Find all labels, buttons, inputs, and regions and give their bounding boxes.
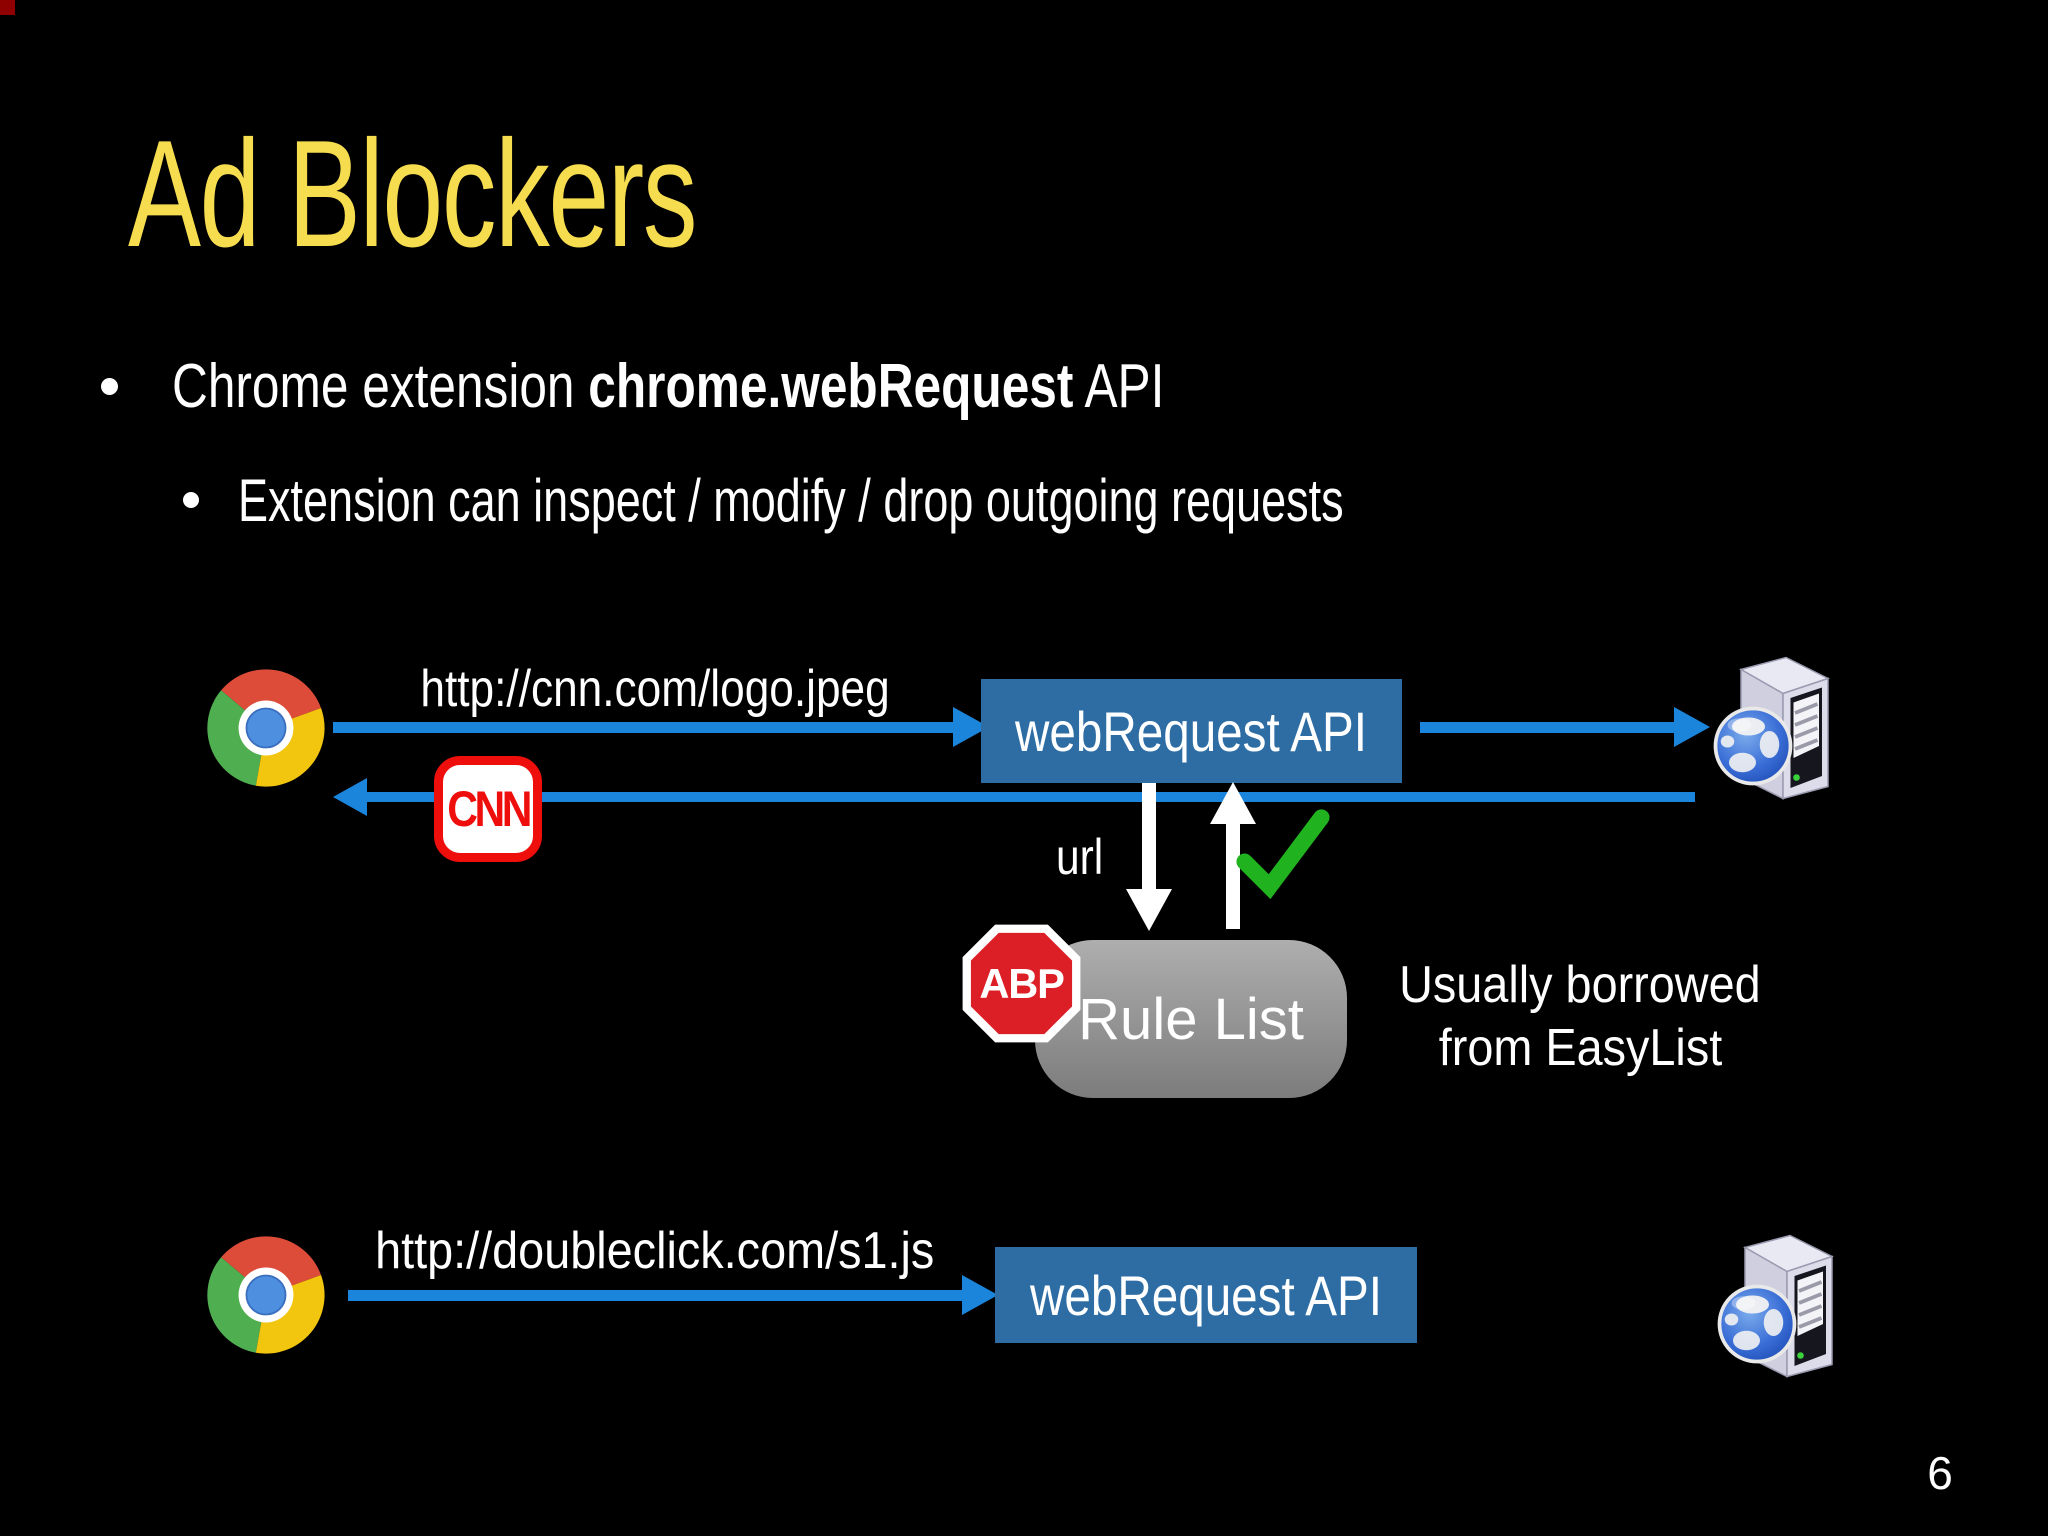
page-number: 6 [1927, 1447, 1953, 1499]
rule-list-box: Rule List [1035, 940, 1347, 1098]
recording-marker [0, 0, 15, 15]
url-param-label: url [1056, 829, 1104, 885]
arrow-head-right-icon [1674, 707, 1710, 747]
bullet2-text: Extension can inspect / modify / drop ou… [238, 467, 1344, 534]
bullet-level2: Extension can inspect / modify / drop ou… [238, 466, 1712, 536]
server-icon [1708, 650, 1858, 806]
chrome-icon [205, 1231, 327, 1359]
easylist-note-line2: from EasyList [1438, 1019, 1722, 1077]
rule-list-label: Rule List [1078, 986, 1304, 1052]
arrow-shaft [348, 1290, 966, 1301]
verdict-up-arrow-icon [1210, 782, 1256, 929]
arrow-shaft [361, 792, 1695, 802]
arrow-shaft [1226, 822, 1240, 929]
response-arrow-to-browser [333, 778, 1695, 816]
bullet-level1: Chrome extension chrome.webRequest API [172, 352, 1413, 422]
bullet1-bold-api-name: chrome.webRequest [588, 352, 1074, 421]
url-down-arrow-icon [1126, 783, 1172, 931]
page-title-text: Ad Blockers [128, 109, 698, 279]
webrequest-api-box: webRequest API [995, 1247, 1417, 1343]
request-arrow-to-api [348, 1275, 998, 1315]
arrow-shaft [333, 722, 957, 733]
arrow-shaft [1420, 722, 1678, 733]
page-title: Ad Blockers [128, 118, 917, 270]
request-url-doubleclick: http://doubleclick.com/s1.js [375, 1222, 935, 1280]
forward-arrow-to-server [1420, 707, 1710, 747]
arrow-head-up-icon [1210, 782, 1256, 824]
chrome-icon [205, 664, 327, 792]
bullet1-prefix: Chrome extension [172, 352, 589, 421]
server-icon [1712, 1228, 1862, 1384]
bullet-dot [183, 492, 199, 508]
arrow-head-left-icon [333, 778, 367, 816]
checkmark-icon [1236, 809, 1330, 900]
arrow-head-right-icon [962, 1275, 998, 1315]
easylist-note-line1: Usually borrowed [1399, 956, 1761, 1014]
cnn-logo-icon: CNN [434, 756, 542, 862]
arrow-head-down-icon [1126, 889, 1172, 931]
webrequest-api-box: webRequest API [981, 679, 1402, 783]
abp-label: ABP [979, 960, 1064, 1007]
arrow-shaft [1142, 783, 1156, 891]
abp-adblock-icon: ABP [962, 924, 1081, 1043]
bullet-dot [101, 378, 118, 395]
request-arrow-to-api [333, 707, 989, 747]
bullet1-suffix: API [1073, 352, 1165, 421]
request-url-cnn: http://cnn.com/logo.jpeg [420, 660, 890, 718]
